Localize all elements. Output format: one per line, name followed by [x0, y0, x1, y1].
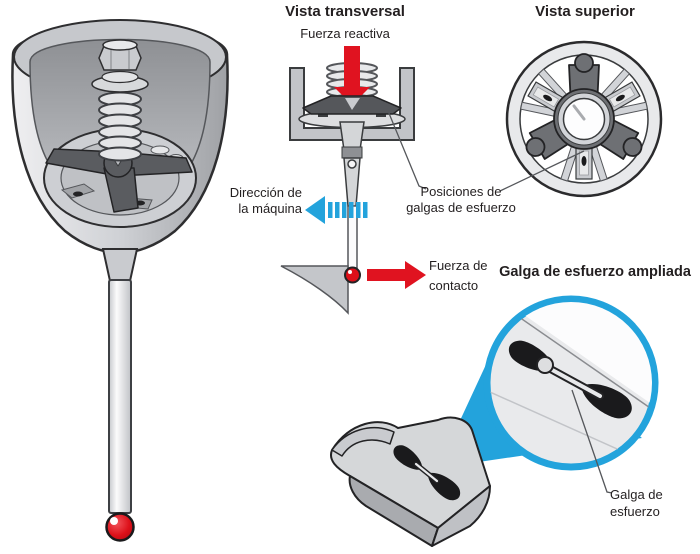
strain-gauge-label: Galga de esfuerzo	[610, 487, 663, 519]
strain-gauge-detail-view	[330, 295, 659, 547]
machine-direction-label: Dirección de la máquina	[229, 185, 302, 216]
stylus-ball	[105, 512, 135, 542]
probe-stylus	[101, 248, 139, 542]
workpiece	[280, 265, 349, 315]
top-view-title: Vista superior	[535, 3, 635, 20]
top-view-hub	[557, 92, 611, 146]
gauge-detail-title: Galga de esfuerzo ampliada	[499, 264, 691, 280]
magnified-gauge-area	[490, 302, 652, 464]
cross-section-stylus	[339, 121, 365, 269]
machine-direction-arrow-icon	[305, 196, 368, 224]
top-view	[505, 40, 663, 198]
reactive-force-label: Fuerza reactiva	[300, 26, 390, 41]
contact-force-label: Fuerza de contacto	[429, 258, 488, 293]
probe-hex-bolt	[91, 39, 149, 93]
probe-spring	[98, 91, 142, 162]
strain-gauge-mark	[581, 156, 587, 166]
cross-section-trilobe-plate	[302, 95, 402, 115]
cross-section-title: Vista transversal	[285, 3, 405, 20]
probe-cutaway-illustration	[11, 19, 229, 542]
contact-force-arrow-icon	[367, 261, 426, 289]
gauge-positions-label: Posiciones de galgas de esfuerzo	[406, 184, 516, 215]
strain-gauge-leader-line	[571, 389, 613, 494]
cross-section-stylus-ball	[344, 266, 361, 284]
probe-arm-part	[330, 416, 491, 547]
cross-section-view	[280, 46, 426, 315]
strain-gauge-rod	[536, 356, 604, 400]
